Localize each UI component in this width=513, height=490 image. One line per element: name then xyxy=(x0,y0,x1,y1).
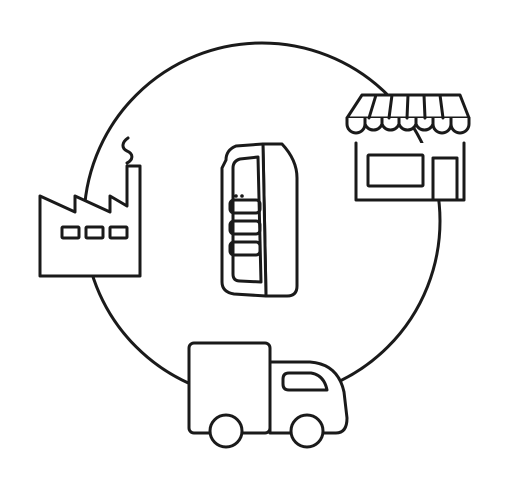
delivery-truck-icon xyxy=(187,341,349,449)
vending-machine-icon xyxy=(220,142,299,298)
factory-smoke xyxy=(121,136,134,165)
truck-front-wheel xyxy=(289,413,325,449)
factory-icon xyxy=(38,136,142,278)
truck-rear-wheel xyxy=(208,413,244,449)
shop-icon xyxy=(345,93,471,202)
